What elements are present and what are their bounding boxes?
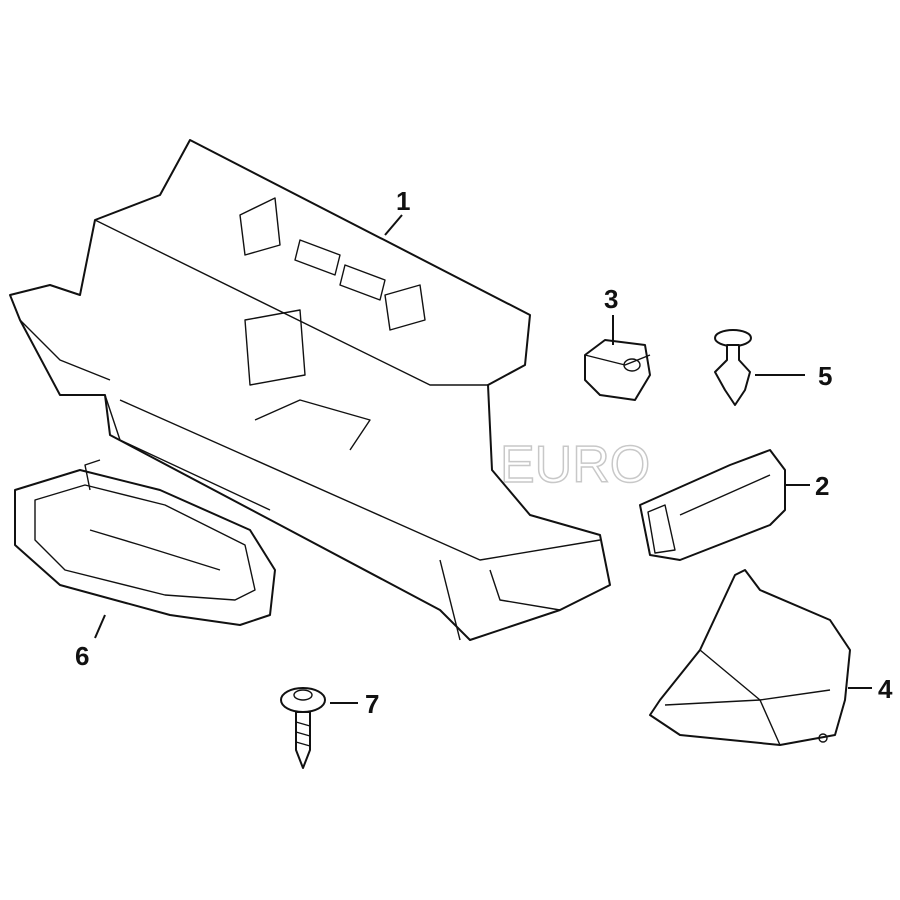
part-7-screw	[280, 687, 326, 769]
callout-1: 1	[396, 186, 410, 216]
part-4-side-deflector	[649, 569, 851, 746]
callout-5: 5	[818, 361, 832, 391]
part-6-grille-frame	[14, 459, 276, 626]
part-5-push-clip	[714, 329, 752, 406]
callout-3: 3	[604, 284, 618, 314]
svg-text:EURO: EURO	[500, 436, 650, 494]
callout-7: 7	[365, 689, 379, 719]
callout-2: 2	[815, 471, 829, 501]
callout-6: 6	[75, 641, 89, 671]
callout-4: 4	[878, 674, 893, 704]
part-1-deflector	[9, 139, 611, 641]
callout-leaders	[94, 214, 872, 704]
part-2-air-duct	[639, 449, 786, 561]
part-3-bracket	[584, 339, 651, 401]
